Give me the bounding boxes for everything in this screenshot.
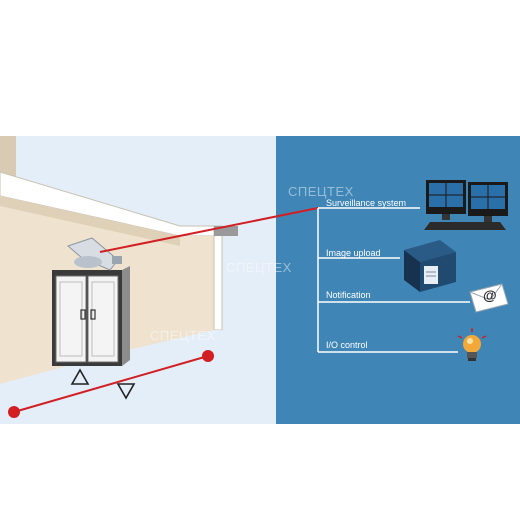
output-label-surveillance: Surveillance system <box>326 198 406 208</box>
direction-arrow-down <box>116 383 136 400</box>
watermark-middle: СПЕЦТЕХ <box>226 260 292 275</box>
camera-icon <box>67 237 122 271</box>
server-icon <box>404 240 456 292</box>
path-endpoint-right <box>202 350 214 362</box>
monitors-icon <box>424 180 508 230</box>
right-panel <box>276 136 520 424</box>
output-label-io-control: I/O control <box>326 340 368 350</box>
motion-path <box>8 350 214 418</box>
light-bulb-icon <box>457 328 487 361</box>
direction-arrow-up <box>70 368 90 385</box>
svg-text:@: @ <box>483 287 497 303</box>
email-icon: @ <box>469 283 509 313</box>
signal-line <box>99 207 319 253</box>
path-endpoint-left <box>8 406 20 418</box>
output-label-notification: Notification <box>326 290 371 300</box>
watermark-lower: СПЕЦТЕХ <box>150 328 216 343</box>
watermark-top: СПЕЦТЕХ <box>288 184 354 199</box>
output-label-image-upload: Image upload <box>326 248 381 258</box>
distribution-tree <box>317 207 470 353</box>
double-door <box>52 266 130 366</box>
